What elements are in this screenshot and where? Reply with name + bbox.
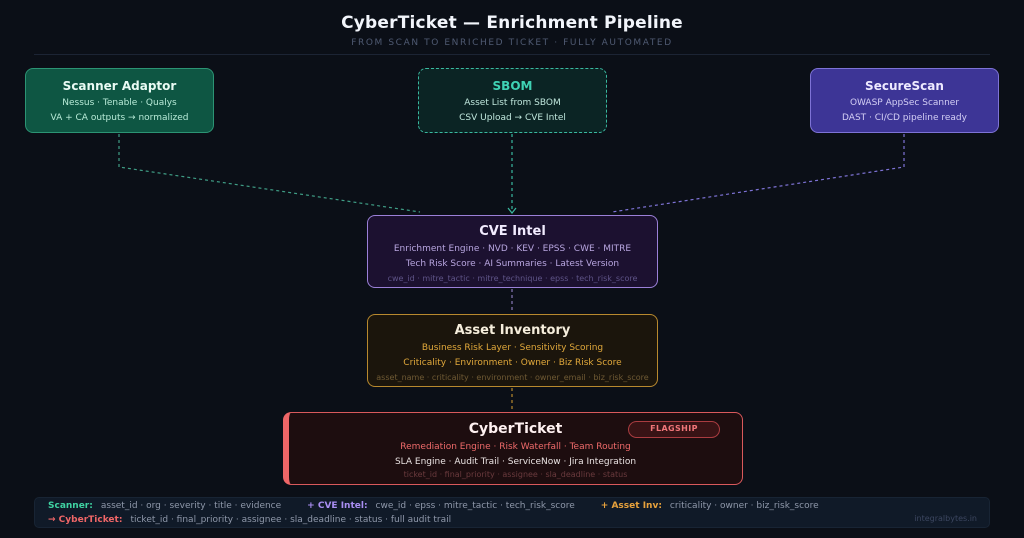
header-divider (34, 54, 990, 55)
legend-key-cyberticket: → CyberTicket: (48, 515, 123, 525)
connector-arrowhead (507, 207, 517, 214)
cyberticket-node: CyberTicket FLAGSHIP Remediation Engine … (283, 412, 743, 485)
node-fields: asset_name · criticality · environment ·… (376, 373, 649, 382)
flagship-badge: FLAGSHIP (628, 421, 720, 438)
node-title: CVE Intel (479, 224, 546, 239)
legend-fields-cve: cwe_id · epss · mitre_tactic · tech_risk… (375, 501, 575, 511)
legend-fields-cyberticket: ticket_id · final_priority · assignee · … (130, 515, 452, 525)
node-detail: Criticality · Environment · Owner · Biz … (403, 358, 622, 368)
legend-key-asset: + Asset Inv: (600, 501, 662, 511)
scanner-adaptor-node: Scanner Adaptor Nessus · Tenable · Qualy… (25, 68, 214, 133)
node-title: SBOM (492, 79, 533, 93)
connector-securescan-to-cve (611, 134, 905, 213)
node-detail: Remediation Engine · Risk Waterfall · Te… (400, 442, 631, 452)
legend-key-cve: + CVE Intel: (307, 501, 368, 511)
node-detail: CSV Upload → CVE Intel (459, 113, 566, 123)
cve-intel-node: CVE Intel Enrichment Engine · NVD · KEV … (367, 215, 658, 288)
page-subtitle: FROM SCAN TO ENRICHED TICKET · FULLY AUT… (351, 38, 673, 48)
node-detail: Asset List from SBOM (464, 98, 561, 108)
node-detail: OWASP AppSec Scanner (849, 98, 960, 108)
field-legend: Scanner: asset_id · org · severity · titl… (34, 497, 990, 528)
node-detail: DAST · CI/CD pipeline ready (842, 113, 967, 123)
node-detail: Tech Risk Score · AI Summaries · Latest … (405, 259, 620, 269)
legend-fields-scanner: asset_id · org · severity · title · evid… (100, 501, 282, 511)
node-title: Asset Inventory (454, 323, 571, 338)
node-fields: ticket_id · final_priority · assignee · … (403, 470, 628, 479)
asset-inventory-node: Asset Inventory Business Risk Layer · Se… (367, 314, 658, 387)
legend-row: Scanner: asset_id · org · severity · titl… (48, 501, 819, 511)
node-detail: VA + CA outputs → normalized (50, 113, 189, 123)
sbom-node: SBOM Asset List from SBOM CSV Upload → C… (418, 68, 607, 133)
node-detail: Nessus · Tenable · Qualys (62, 98, 177, 108)
node-detail: Business Risk Layer · Sensitivity Scorin… (421, 343, 604, 353)
brand-url: integralbytes.in (914, 514, 977, 523)
legend-fields-asset: criticality · owner · biz_risk_score (669, 501, 819, 511)
node-title: CyberTicket (468, 421, 563, 437)
securescan-node: SecureScan OWASP AppSec Scanner DAST · C… (810, 68, 999, 133)
connector-scanner-to-cve (118, 134, 421, 213)
legend-row: → CyberTicket: ticket_id · final_priority… (48, 515, 451, 525)
legend-key-scanner: Scanner: (48, 501, 93, 511)
node-title: SecureScan (865, 79, 944, 93)
node-title: Scanner Adaptor (62, 79, 177, 93)
node-detail: SLA Engine · Audit Trail · ServiceNow · … (394, 457, 637, 467)
node-detail: Enrichment Engine · NVD · KEV · EPSS · C… (393, 244, 632, 254)
page-title: CyberTicket — Enrichment Pipeline (341, 13, 683, 33)
node-fields: cwe_id · mitre_tactic · mitre_technique … (387, 274, 638, 283)
